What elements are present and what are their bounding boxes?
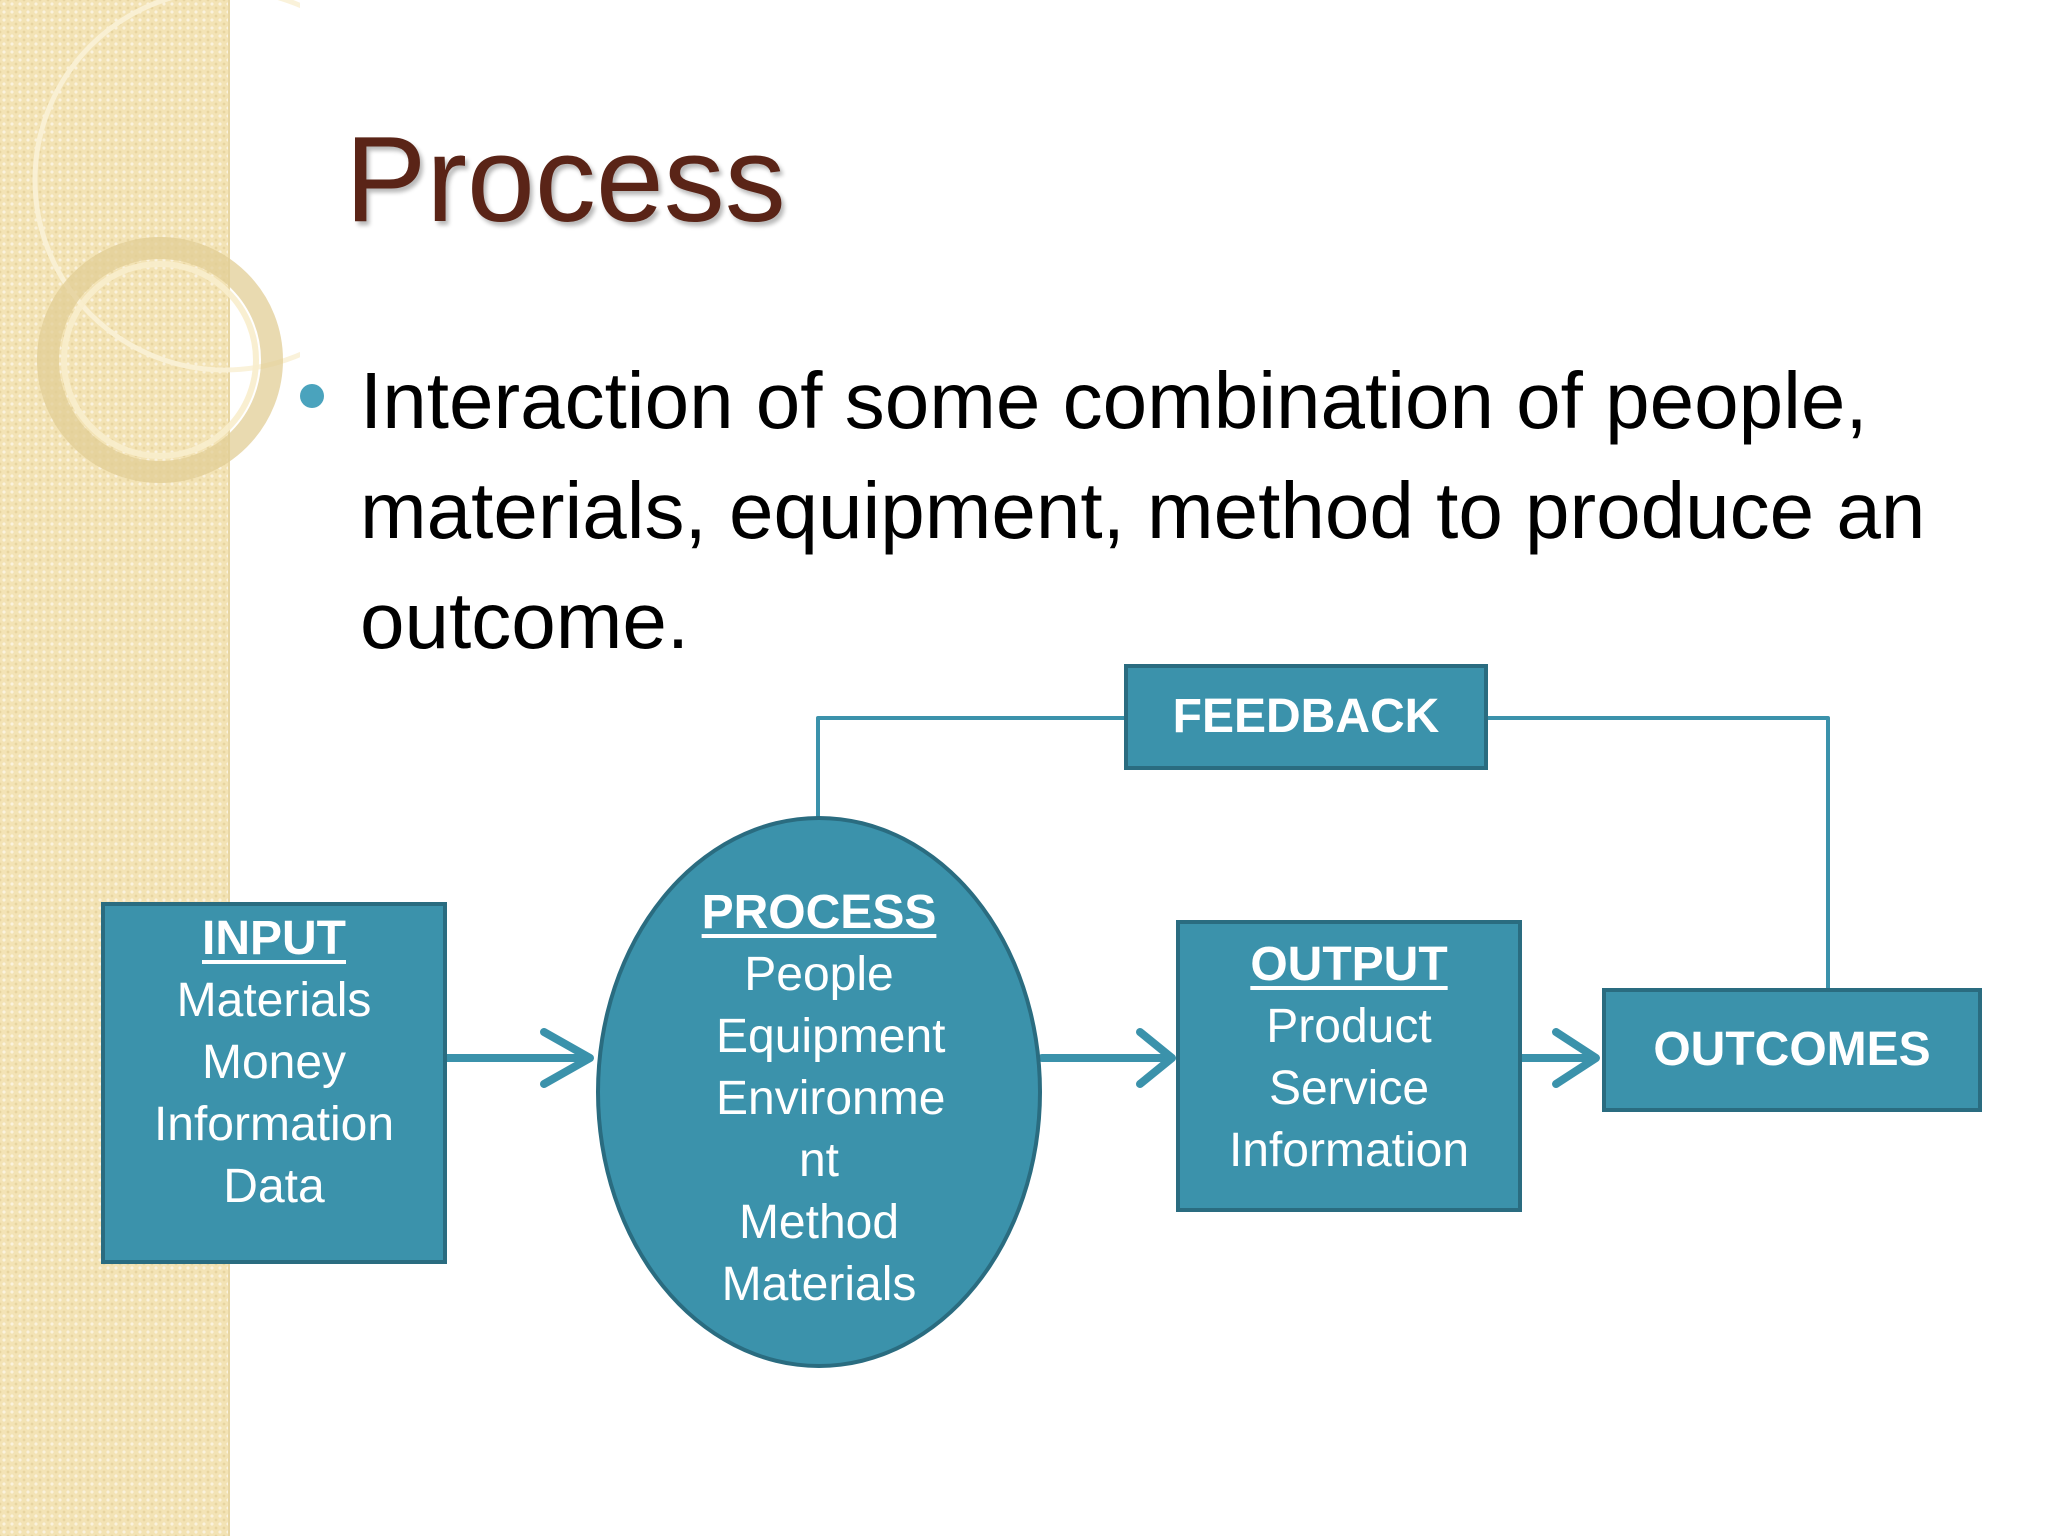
feedback-line-right: [1486, 716, 1830, 990]
outcomes-label: OUTCOMES: [1653, 1023, 1931, 1076]
process-line: nt: [798, 1134, 840, 1187]
process-line: People: [744, 948, 894, 1001]
process-line: Environme: [716, 1072, 946, 1125]
outcomes-box: OUTCOMES: [1602, 988, 1982, 1112]
output-line: Product: [1266, 1000, 1432, 1053]
arrowhead-process-to-output: [1136, 1028, 1176, 1088]
slide-title: Process: [345, 111, 786, 247]
process-line: Equipment: [716, 1010, 946, 1063]
input-box: INPUT Materials Money Information Data: [101, 902, 447, 1264]
process-line: Materials: [721, 1258, 917, 1311]
output-line: Service: [1268, 1062, 1430, 1115]
feedback-line-left: [816, 716, 1126, 822]
input-line: Data: [223, 1160, 325, 1213]
bullet-icon: [300, 384, 324, 408]
arrowhead-output-to-outcomes: [1552, 1028, 1600, 1088]
feedback-label: FEEDBACK: [1172, 690, 1440, 743]
input-line: Money: [201, 1036, 347, 1089]
input-heading: INPUT: [202, 912, 346, 965]
ring-small-outer: [37, 237, 283, 483]
process-line: Method: [738, 1196, 900, 1249]
feedback-box: FEEDBACK: [1124, 664, 1488, 770]
output-line: Information: [1228, 1124, 1470, 1177]
process-ellipse: PROCESS People Equipment Environme nt Me…: [596, 816, 1042, 1368]
decorative-rings: [32, 0, 300, 483]
input-line: Information: [153, 1098, 395, 1151]
process-heading: PROCESS: [701, 886, 937, 939]
input-line: Materials: [176, 974, 372, 1027]
arrowhead-input-to-process: [540, 1028, 594, 1088]
output-heading: OUTPUT: [1250, 938, 1448, 991]
output-box: OUTPUT Product Service Information: [1176, 920, 1522, 1212]
bullet-text: Interaction of some combination of peopl…: [360, 356, 1926, 665]
ring-large: [32, 0, 300, 373]
ring-small-inner: [61, 261, 259, 459]
